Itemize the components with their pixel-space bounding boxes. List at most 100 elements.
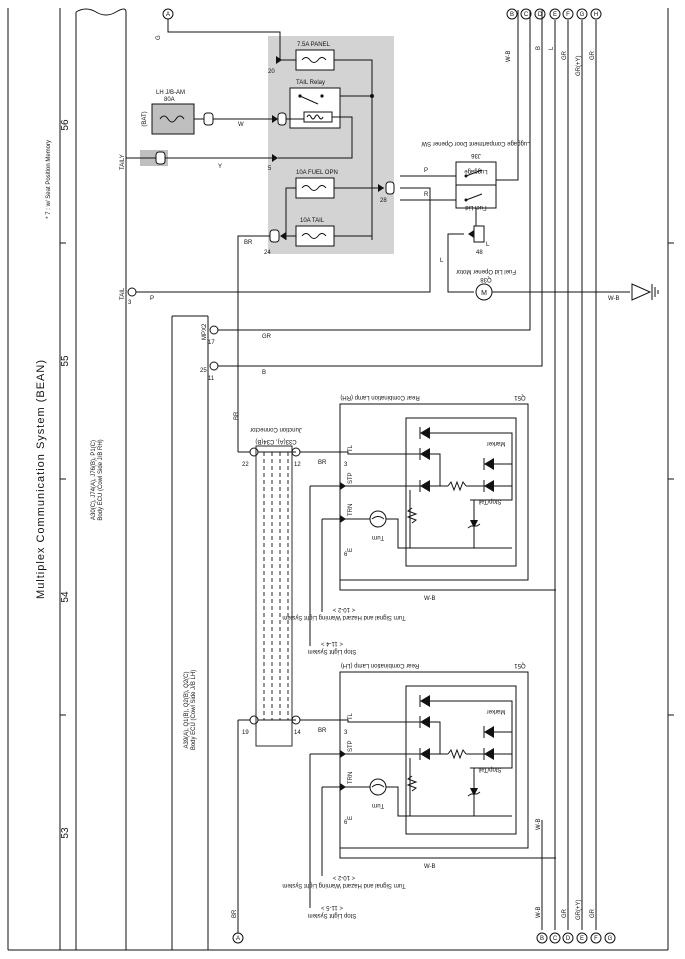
svg-text:E: E (348, 816, 354, 820)
svg-text:BR: BR (234, 411, 240, 420)
svg-text:GR: GR (262, 334, 272, 340)
svg-text:G: G (156, 35, 162, 40)
svg-text:TRN: TRN (348, 772, 354, 784)
footnote: * 7 : w/ Seat Position Memory (46, 140, 52, 219)
svg-text:Marker: Marker (487, 440, 506, 446)
svg-text:E: E (553, 12, 557, 18)
luggage-door-opener-switch: Luggage Fuel Lid (455, 161, 497, 210)
svg-text:A: A (166, 12, 170, 18)
svg-text:C: C (553, 936, 558, 942)
svg-text:48: 48 (476, 250, 483, 256)
rear-lamp-rh-code: Q51 (514, 394, 526, 400)
svg-text:STP: STP (348, 740, 354, 752)
fuel-lid-motor-name: Fuel Lid Opener Motor (456, 268, 516, 274)
svg-text:E: E (348, 548, 354, 552)
body-ecu-rh-name: Body ECU (Cowl Side J/B RH) (98, 439, 104, 520)
luggage-switch-name: Luggage Compartment Door Opener SW (421, 140, 530, 146)
svg-text:G: G (580, 12, 585, 18)
svg-text:25: 25 (200, 368, 207, 374)
svg-text:Stop/Tail: Stop/Tail (478, 766, 501, 772)
junction-connector (255, 445, 296, 747)
page-number-56: 56 (60, 119, 71, 131)
svg-text:G: G (608, 936, 613, 942)
svg-text:L: L (549, 46, 555, 50)
svg-text:17: 17 (208, 340, 215, 346)
fuse-fuel-opn: 10A FUEL OPN (295, 170, 338, 199)
ref-stop-light-rh: Stop Light System (308, 648, 357, 654)
fusible-link-80a: LH J/B-AM 80A (BAT) (142, 90, 195, 135)
svg-text:W-B: W-B (424, 864, 436, 870)
svg-text:(BAT): (BAT) (142, 111, 148, 126)
page-title: Multiplex Communication System (BEAN) (35, 359, 47, 599)
svg-text:B: B (536, 46, 542, 50)
svg-text:P: P (150, 296, 154, 302)
svg-text:TAILY: TAILY (120, 154, 126, 170)
svg-text:D: D (566, 936, 571, 942)
svg-text:MPX2: MPX2 (202, 323, 208, 340)
ref-turn-signal-lh-page: < 10-2 > (332, 874, 355, 880)
svg-text:GR: GR (590, 50, 596, 60)
svg-text:24: 24 (264, 250, 271, 256)
svg-text:L: L (440, 258, 444, 264)
svg-text:GR: GR (562, 50, 568, 60)
ref-turn-signal-rh-page: < 10-2 > (332, 606, 355, 612)
svg-text:TAIL: TAIL (120, 287, 126, 300)
svg-text:5: 5 (268, 166, 272, 172)
svg-text:10A TAIL: 10A TAIL (300, 218, 325, 224)
svg-text:C: C (524, 12, 529, 18)
body-ecu-rh-bar (75, 8, 127, 950)
svg-text:GR(+Y): GR(+Y) (576, 899, 582, 920)
junction-connector-name: Junction Connector (250, 426, 302, 432)
svg-text:W-B: W-B (608, 296, 620, 302)
svg-text:12: 12 (294, 462, 301, 468)
svg-text:LH J/B-AM: LH J/B-AM (156, 90, 185, 96)
svg-text:STP: STP (348, 472, 354, 484)
top-connectors: B C D E F G H (506, 8, 602, 20)
svg-text:28: 28 (380, 198, 387, 204)
junction-connector-code: C33(A), C34(B) (255, 438, 296, 444)
ref-turn-signal-rh: Turn Signal and Hazard Warning Light Sys… (282, 614, 405, 620)
svg-text:Marker: Marker (487, 708, 506, 714)
body-ecu-rh-code: A30(C), J74(A), J76(B), P1(C) (91, 440, 97, 520)
body-ecu-lh-code: A39(A), Q1(B), Q2(B), Q2(C) (184, 671, 190, 748)
svg-text:R: R (424, 192, 429, 198)
svg-text:BR: BR (232, 909, 238, 918)
svg-text:P: P (424, 168, 428, 174)
tail-relay: TAIL Relay (289, 80, 341, 129)
svg-text:GR: GR (562, 908, 568, 918)
svg-text:B: B (262, 370, 266, 376)
fuel-lid-motor: M (475, 283, 493, 301)
svg-text:19: 19 (242, 730, 249, 736)
body-ecu-lh-bar (171, 315, 209, 950)
page-frame (7, 8, 674, 951)
svg-text:20: 20 (268, 69, 275, 75)
svg-text:F: F (566, 12, 570, 18)
svg-text:3: 3 (128, 300, 132, 306)
svg-text:W-B: W-B (536, 818, 542, 830)
svg-text:D: D (538, 12, 543, 18)
fuse-panel: 7.5A PANEL (295, 42, 335, 71)
svg-text:11: 11 (208, 376, 215, 382)
svg-text:GR: GR (590, 908, 596, 918)
svg-text:W: W (238, 122, 244, 128)
svg-text:14: 14 (294, 730, 301, 736)
svg-text:22: 22 (242, 462, 249, 468)
svg-text:TRN: TRN (348, 504, 354, 516)
svg-text:W-B: W-B (506, 50, 512, 62)
svg-text:W-B: W-B (536, 906, 542, 918)
bottom-connectors: A B C D E F G (232, 932, 616, 944)
svg-text:7.5A PANEL: 7.5A PANEL (297, 42, 331, 48)
page-number-55: 55 (60, 355, 71, 367)
ref-stop-light-lh: Stop Light System (308, 912, 357, 918)
page-number-53: 53 (60, 827, 71, 839)
rear-combination-lamp-rh: Marker Stop/Tail Turn (339, 403, 529, 581)
rear-combination-lamp-lh: Marker Stop/Tail Turn (339, 671, 529, 849)
svg-text:B: B (540, 936, 544, 942)
ref-stop-light-lh-page: < 11-5 > (321, 904, 343, 910)
svg-text:10A FUEL OPN: 10A FUEL OPN (296, 170, 338, 176)
svg-text:BR: BR (244, 240, 253, 246)
svg-text:Turn: Turn (372, 534, 384, 540)
page-number-54: 54 (60, 591, 71, 603)
rear-lamp-lh-name: Rear Combination Lamp (LH) (341, 662, 419, 668)
svg-text:L: L (486, 242, 490, 248)
